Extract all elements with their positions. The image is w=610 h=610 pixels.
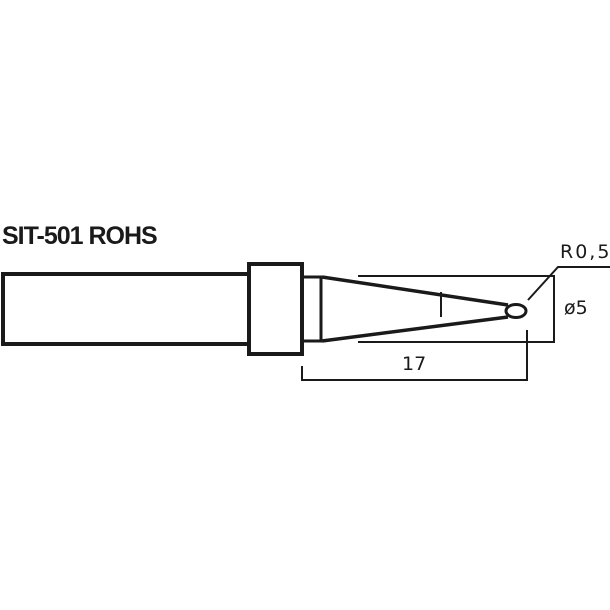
product-title: SIT-501 ROHS (2, 222, 158, 250)
diameter-label: ø5 (564, 297, 588, 319)
length-dimension-lines (301, 330, 528, 381)
length-label: 17 (402, 353, 427, 375)
tip-shaft (1, 272, 251, 346)
tip-end (504, 303, 528, 319)
diameter-dimension-lines (358, 275, 555, 343)
radius-label: R0,5 (560, 241, 610, 263)
tip-neck (302, 275, 323, 343)
tip-cone (321, 275, 509, 343)
radius-leader-line (527, 266, 610, 301)
tip-collar (247, 262, 304, 356)
